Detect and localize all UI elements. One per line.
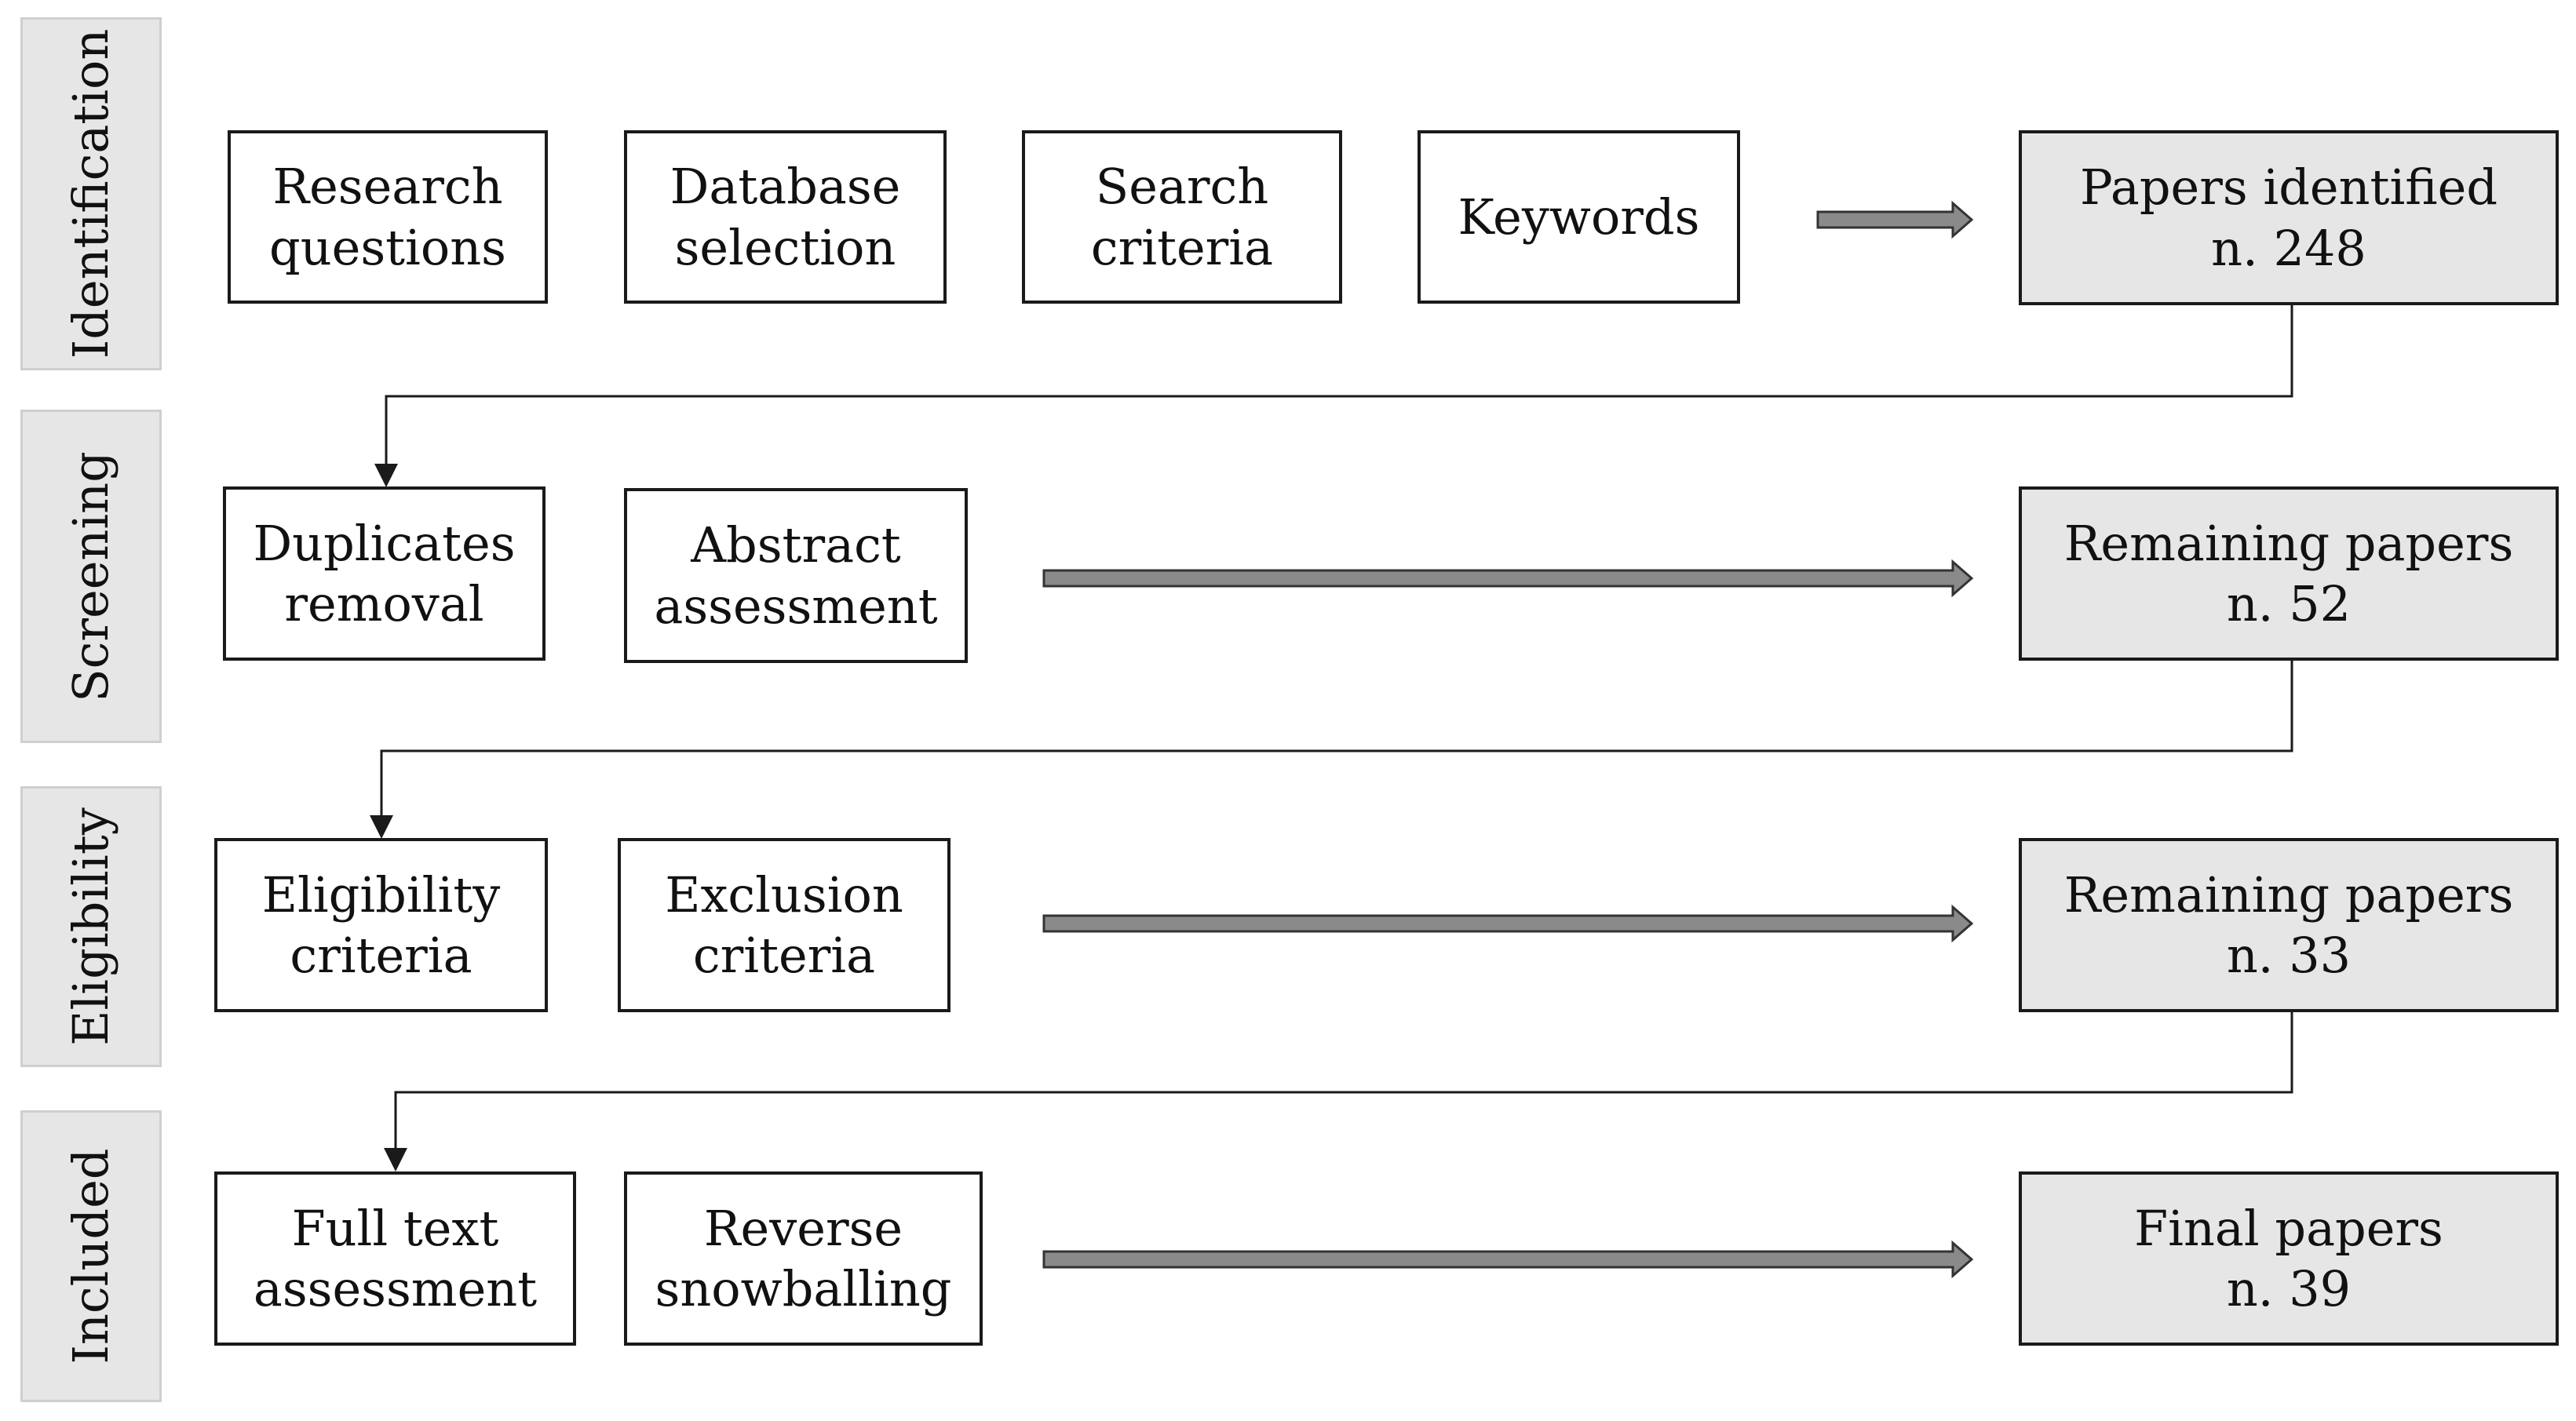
stage-identification-label: Identification (62, 28, 119, 359)
connector-eligibility-to-included (384, 1012, 2293, 1171)
connector-identification-to-screening (374, 304, 2293, 487)
box-search-criteria: Search criteria (1022, 130, 1342, 304)
box-abstract-assessment: Abstract assessment (624, 488, 968, 663)
box-remaining-papers-52: Remaining papers n. 52 (2019, 486, 2559, 661)
box-final-papers: Final papers n. 39 (2019, 1171, 2559, 1346)
stage-screening: Screening (20, 410, 162, 743)
box-exclusion-criteria: Exclusion criteria (618, 838, 950, 1012)
stage-identification: Identification (20, 17, 162, 370)
block-arrow-identification (1816, 200, 1974, 239)
stage-eligibility: Eligibility (20, 786, 162, 1067)
block-arrow-included (1042, 1240, 1974, 1279)
block-arrow-eligibility (1042, 904, 1974, 943)
box-eligibility-criteria: Eligibility criteria (214, 838, 548, 1012)
stage-included: Included (20, 1110, 162, 1402)
box-keywords: Keywords (1418, 130, 1740, 304)
box-database-selection: Database selection (624, 130, 947, 304)
stage-screening-label: Screening (62, 450, 119, 702)
stage-included-label: Included (62, 1148, 119, 1365)
box-papers-identified: Papers identified n. 248 (2019, 130, 2559, 305)
box-full-text-assessment: Full text assessment (214, 1171, 576, 1346)
connector-screening-to-eligibility (370, 661, 2293, 839)
box-research-questions: Research questions (228, 130, 548, 304)
box-remaining-papers-33: Remaining papers n. 33 (2019, 838, 2559, 1012)
box-reverse-snowballing: Reverse snowballing (624, 1171, 983, 1346)
stage-eligibility-label: Eligibility (62, 807, 119, 1046)
box-duplicates-removal: Duplicates removal (223, 486, 545, 661)
block-arrow-screening (1042, 559, 1974, 598)
